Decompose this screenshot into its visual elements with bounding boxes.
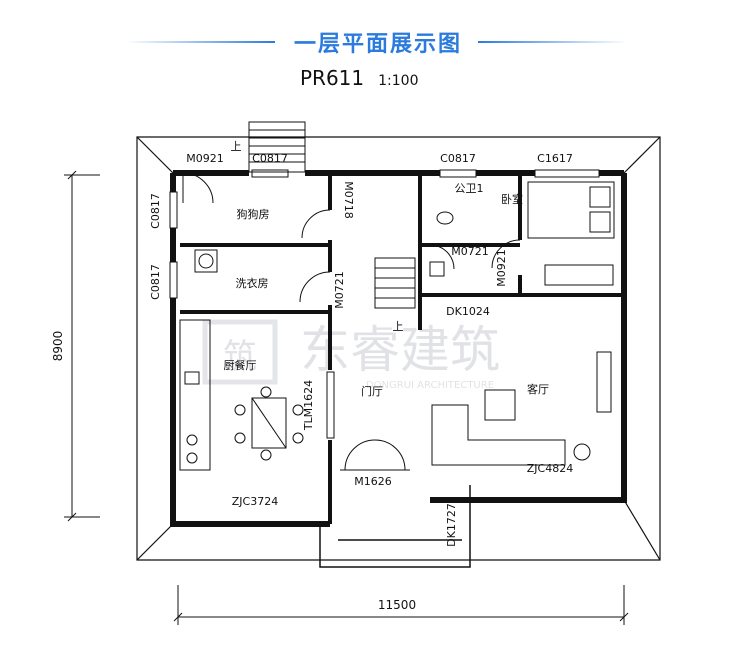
tv-cabinet	[596, 351, 612, 413]
plan-scale: 1:100	[378, 73, 419, 89]
page-title: 一层平面展示图	[293, 32, 462, 57]
watermark-latin: DONGRUI ARCHITECTURE	[366, 380, 494, 391]
watermark: 筑 东睿建筑 DONGRUI ARCHITECTURE	[202, 319, 500, 391]
room-foyer: 门厅	[361, 384, 383, 398]
entry-porch	[319, 485, 471, 568]
washing-machine-icon	[194, 249, 218, 273]
dimension-lines	[64, 170, 629, 625]
label-tlm1624: TLM1624	[302, 380, 315, 431]
doors	[182, 172, 521, 471]
room-dog-room: 狗狗房	[237, 208, 270, 221]
label-c0817-top-mid: C0817	[440, 152, 476, 165]
label-m0721-wc: M0721	[451, 245, 489, 258]
room-public-wc: 公卫1	[455, 182, 484, 195]
opening-codes: M0921 C0817 C0817 C1617 C0817 C0817 M071…	[149, 140, 573, 547]
title-line-right	[478, 41, 628, 43]
window-tlm1624	[326, 371, 335, 439]
dimension-width: 11500	[378, 598, 416, 612]
label-m0921: M0921	[186, 152, 224, 165]
label-m0718: M0718	[342, 181, 355, 219]
watermark-name: 东睿建筑	[300, 321, 500, 379]
room-laundry: 洗衣房	[236, 276, 269, 290]
kitchen-counter	[179, 319, 211, 471]
coffee-table	[484, 389, 516, 421]
title-line-left	[125, 41, 275, 43]
label-zjc3724: ZJC3724	[232, 495, 278, 508]
wardrobe-icon	[544, 264, 614, 286]
bed-icon	[527, 181, 615, 239]
label-stair-up-1: 上	[231, 140, 242, 153]
label-dk1024: DK1024	[446, 305, 490, 318]
roof-outline	[136, 136, 661, 561]
watermark-brand: 筑	[223, 337, 257, 377]
basin-icon	[429, 261, 445, 277]
window-c0817-side-1	[169, 191, 178, 229]
window-c1617	[534, 169, 600, 178]
label-m0921-bed: M0921	[495, 249, 508, 287]
label-zjc4824: ZJC4824	[527, 462, 573, 475]
toilet-icon	[436, 211, 454, 225]
plan-code: PR611	[300, 66, 365, 90]
sofa-icon	[431, 404, 566, 466]
room-names: 狗狗房 洗衣房 厨餐厅 门厅 公卫1 卧室 客厅	[224, 182, 550, 398]
label-c0817-top-left: C0817	[252, 152, 288, 165]
lamp-icon	[573, 443, 591, 461]
windows	[169, 169, 600, 439]
label-c1617: C1617	[537, 152, 573, 165]
dimension-height: 8900	[51, 331, 65, 362]
sink-icon	[184, 371, 200, 385]
dining-table	[251, 397, 287, 449]
label-c0817-side-1: C0817	[149, 193, 162, 229]
window-c0817-top-left	[251, 169, 289, 178]
window-c0817-side-2	[169, 261, 178, 299]
label-c0817-side-2: C0817	[149, 264, 162, 300]
title-bar: 一层平面展示图	[0, 22, 750, 62]
label-m0721-laundry: M0721	[333, 271, 346, 309]
room-living-room: 客厅	[527, 382, 549, 396]
room-bedroom: 卧室	[501, 192, 523, 206]
window-c0817-top-mid	[439, 169, 477, 178]
stairs	[248, 121, 416, 309]
label-stair-up-2: 上	[393, 320, 404, 333]
label-dk1727: DK1727	[445, 503, 458, 547]
label-m1626: M1626	[354, 475, 392, 488]
subtitle: PR611 1:100	[300, 66, 480, 90]
stove-icon	[186, 434, 198, 446]
room-kitchen-dining: 厨餐厅	[224, 358, 257, 372]
furniture	[179, 181, 615, 471]
